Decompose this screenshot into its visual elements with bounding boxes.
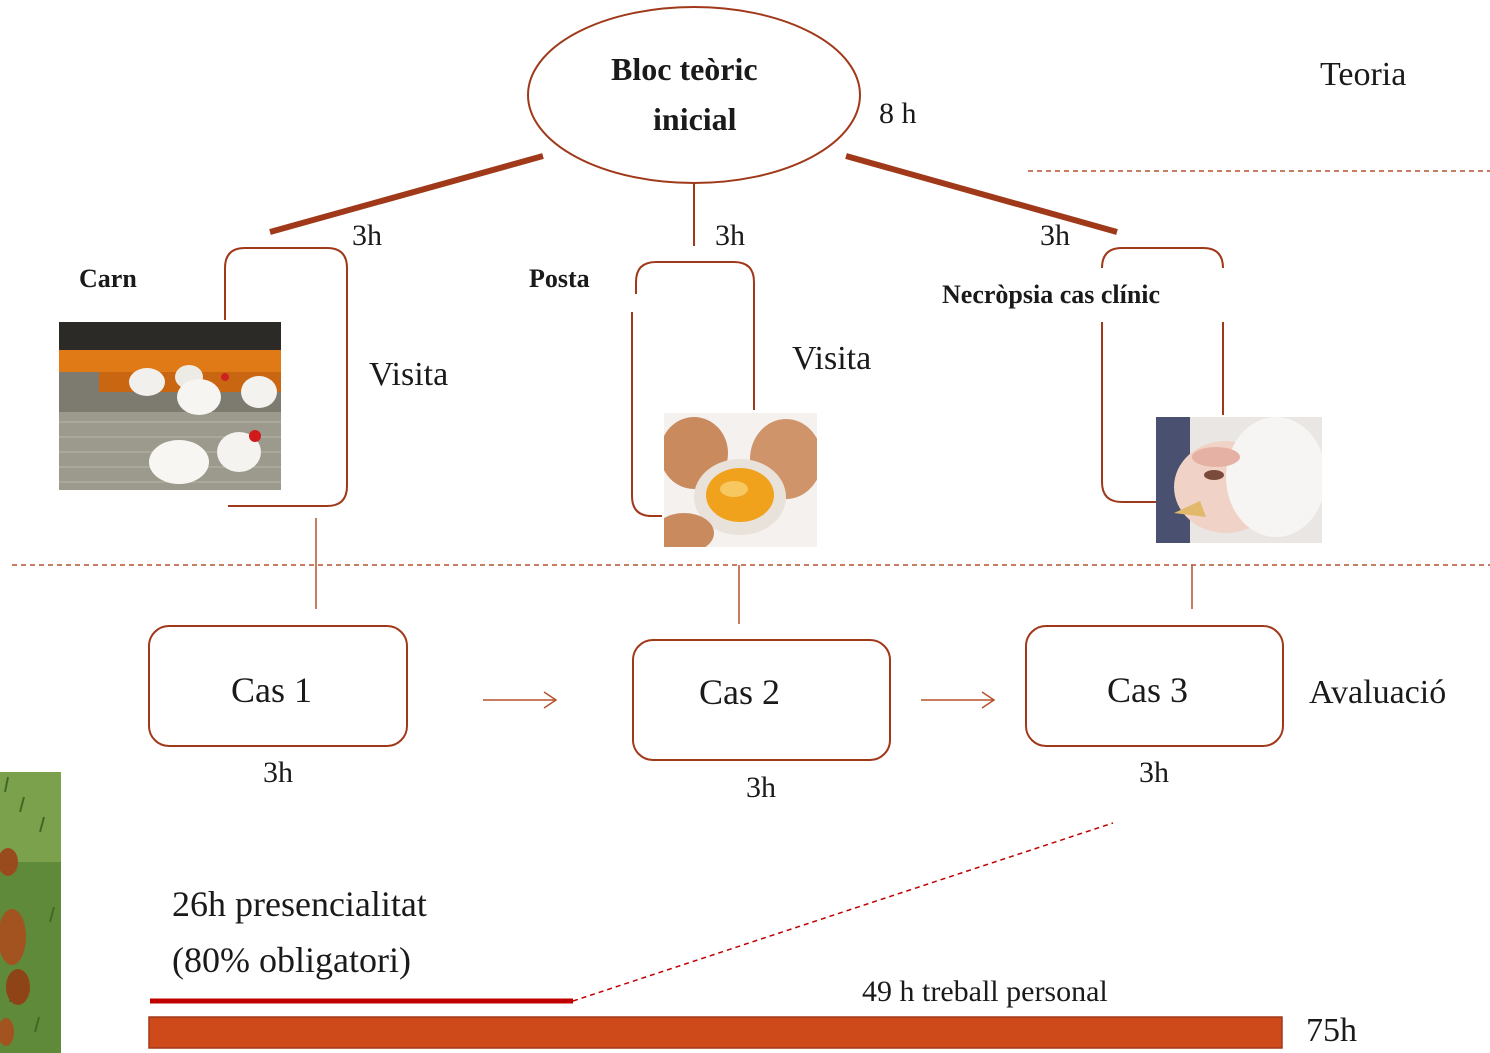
root-hours: 8 h [879,97,917,130]
bracket-carn [224,247,348,507]
section-evaluation: Avaluació [1309,674,1447,711]
case-box-2 [632,639,891,761]
branch-category-carn: Carn [79,264,137,293]
bracket-posta [635,261,755,410]
case-hours-2: 3h [746,771,776,804]
branch-category-necropsia: Necròpsia cas clínic [942,280,1161,309]
branch-hours-carn: 3h [352,219,382,252]
presence-requirement-label: (80% obligatori) [172,940,411,980]
root-title-line1: Bloc teòric [611,51,758,87]
case-hours-1: 3h [263,756,293,789]
egg-yolk-photo [664,413,817,547]
branch-activity-posta: Visita [792,340,872,377]
free-range-hens-photo [0,772,61,1053]
branch-line-left [269,153,544,235]
arrow-case2-to-case3 [921,691,996,709]
root-title-line2: inicial [653,101,737,137]
arrow-case1-to-case2 [483,691,558,709]
branch-category-posta: Posta [529,264,590,293]
root-ellipse [527,6,861,184]
section-theory: Teoria [1320,56,1407,93]
total-hours-label: 75h [1306,1012,1357,1049]
case-label-1: Cas 1 [231,670,312,710]
personal-work-label: 49 h treball personal [862,975,1108,1008]
case-box-1 [148,625,408,747]
total-hours-bar [148,1016,1283,1049]
branch-line-right [845,153,1118,235]
presence-hours-label: 26h presencialitat [172,884,427,924]
branch-hours-posta: 3h [715,219,745,252]
case-hours-3: 3h [1139,756,1169,789]
presence-projection-dashed [572,822,1114,1002]
bracket-posta-lower [631,312,662,517]
case-label-3: Cas 3 [1107,670,1188,710]
bracket-necropsia-lower [1101,322,1156,503]
broiler-chickens-photo [59,322,281,490]
case-box-3 [1025,625,1284,747]
sick-chicken-photo [1156,417,1322,543]
case-label-2: Cas 2 [699,672,780,712]
branch-hours-necropsia: 3h [1040,219,1070,252]
bracket-necropsia [1101,247,1224,269]
branch-activity-carn: Visita [369,356,449,393]
